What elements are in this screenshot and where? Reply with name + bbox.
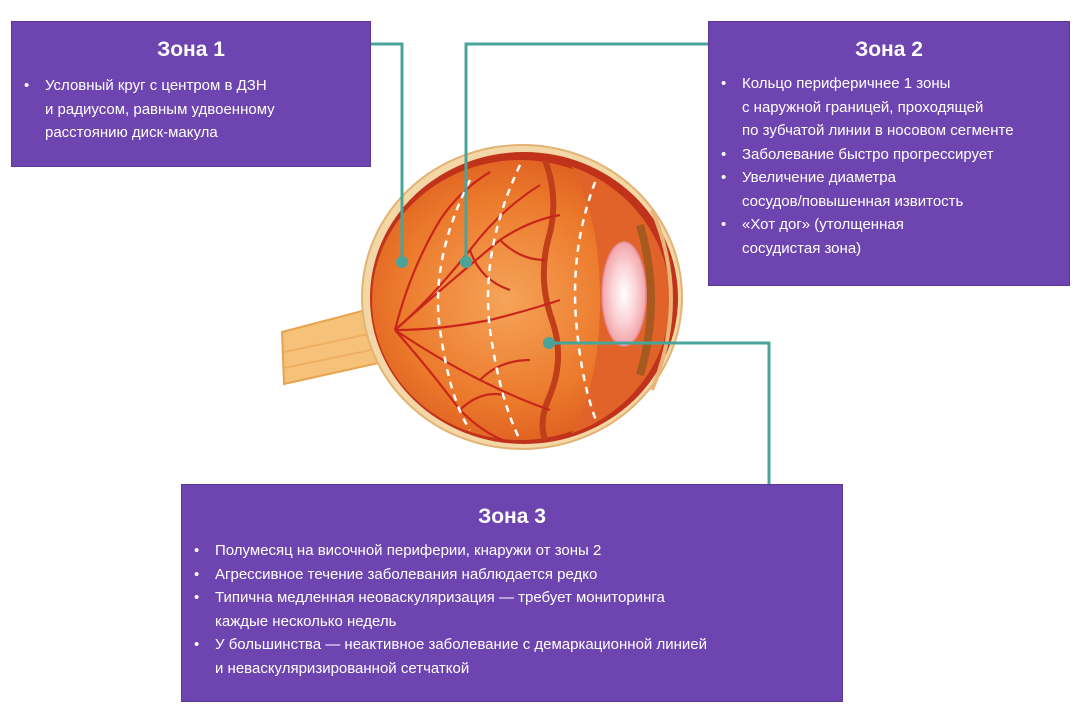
zone-2-bullet: Увеличение диаметра сосудов/повышенная и… bbox=[721, 166, 1069, 213]
zone-1-title: Зона 1 bbox=[157, 38, 225, 61]
zone-2-panel: Зона 2 Кольцо периферичнее 1 зоны с нару… bbox=[708, 21, 1070, 286]
zone-2-bullet: Кольцо периферичнее 1 зоны с наружной гр… bbox=[721, 72, 1069, 143]
zone-1-panel: Зона 1 Условный круг с центром в ДЗН и р… bbox=[11, 21, 371, 167]
zone-boundaries bbox=[436, 164, 602, 441]
zone-1-bullet: Условный круг с центром в ДЗН и радиусом… bbox=[24, 74, 370, 145]
zone-3-panel: Зона 3 Полумесяц на височной периферии, … bbox=[181, 484, 843, 702]
zone-2-bullet: Заболевание быстро прогрессирует bbox=[721, 143, 1069, 167]
zone-2-bullets: Кольцо периферичнее 1 зоны с наружной гр… bbox=[709, 72, 1069, 260]
connector-zone2 bbox=[464, 42, 731, 262]
ora-serrata bbox=[539, 158, 562, 442]
connector-dot bbox=[543, 337, 555, 349]
zone-3-bullet: Полумесяц на височной периферии, кнаружи… bbox=[194, 539, 842, 563]
cornea bbox=[650, 209, 673, 391]
connector-dot bbox=[396, 256, 408, 268]
zone-2-bullet: «Хот дог» (утолщенная сосудистая зона) bbox=[721, 213, 1069, 260]
zone-3-bullet: Агрессивное течение заболевания наблюдае… bbox=[194, 563, 842, 587]
retinal-vessels bbox=[393, 171, 561, 442]
zone-3-bullet: У большинства — неактивное заболевание с… bbox=[194, 633, 842, 680]
zone-3-title: Зона 3 bbox=[478, 505, 546, 528]
connector-dot bbox=[460, 256, 472, 268]
lens bbox=[601, 241, 647, 347]
zone-2-title: Зона 2 bbox=[855, 38, 923, 61]
zone-3-bullet: Типична медленная неоваскуляризация — тр… bbox=[194, 586, 842, 633]
iris bbox=[636, 223, 655, 377]
zone-3-bullets: Полумесяц на височной периферии, кнаружи… bbox=[182, 539, 842, 680]
zone-1-bullets: Условный круг с центром в ДЗН и радиусом… bbox=[12, 74, 370, 145]
connector-zone3 bbox=[549, 341, 771, 506]
